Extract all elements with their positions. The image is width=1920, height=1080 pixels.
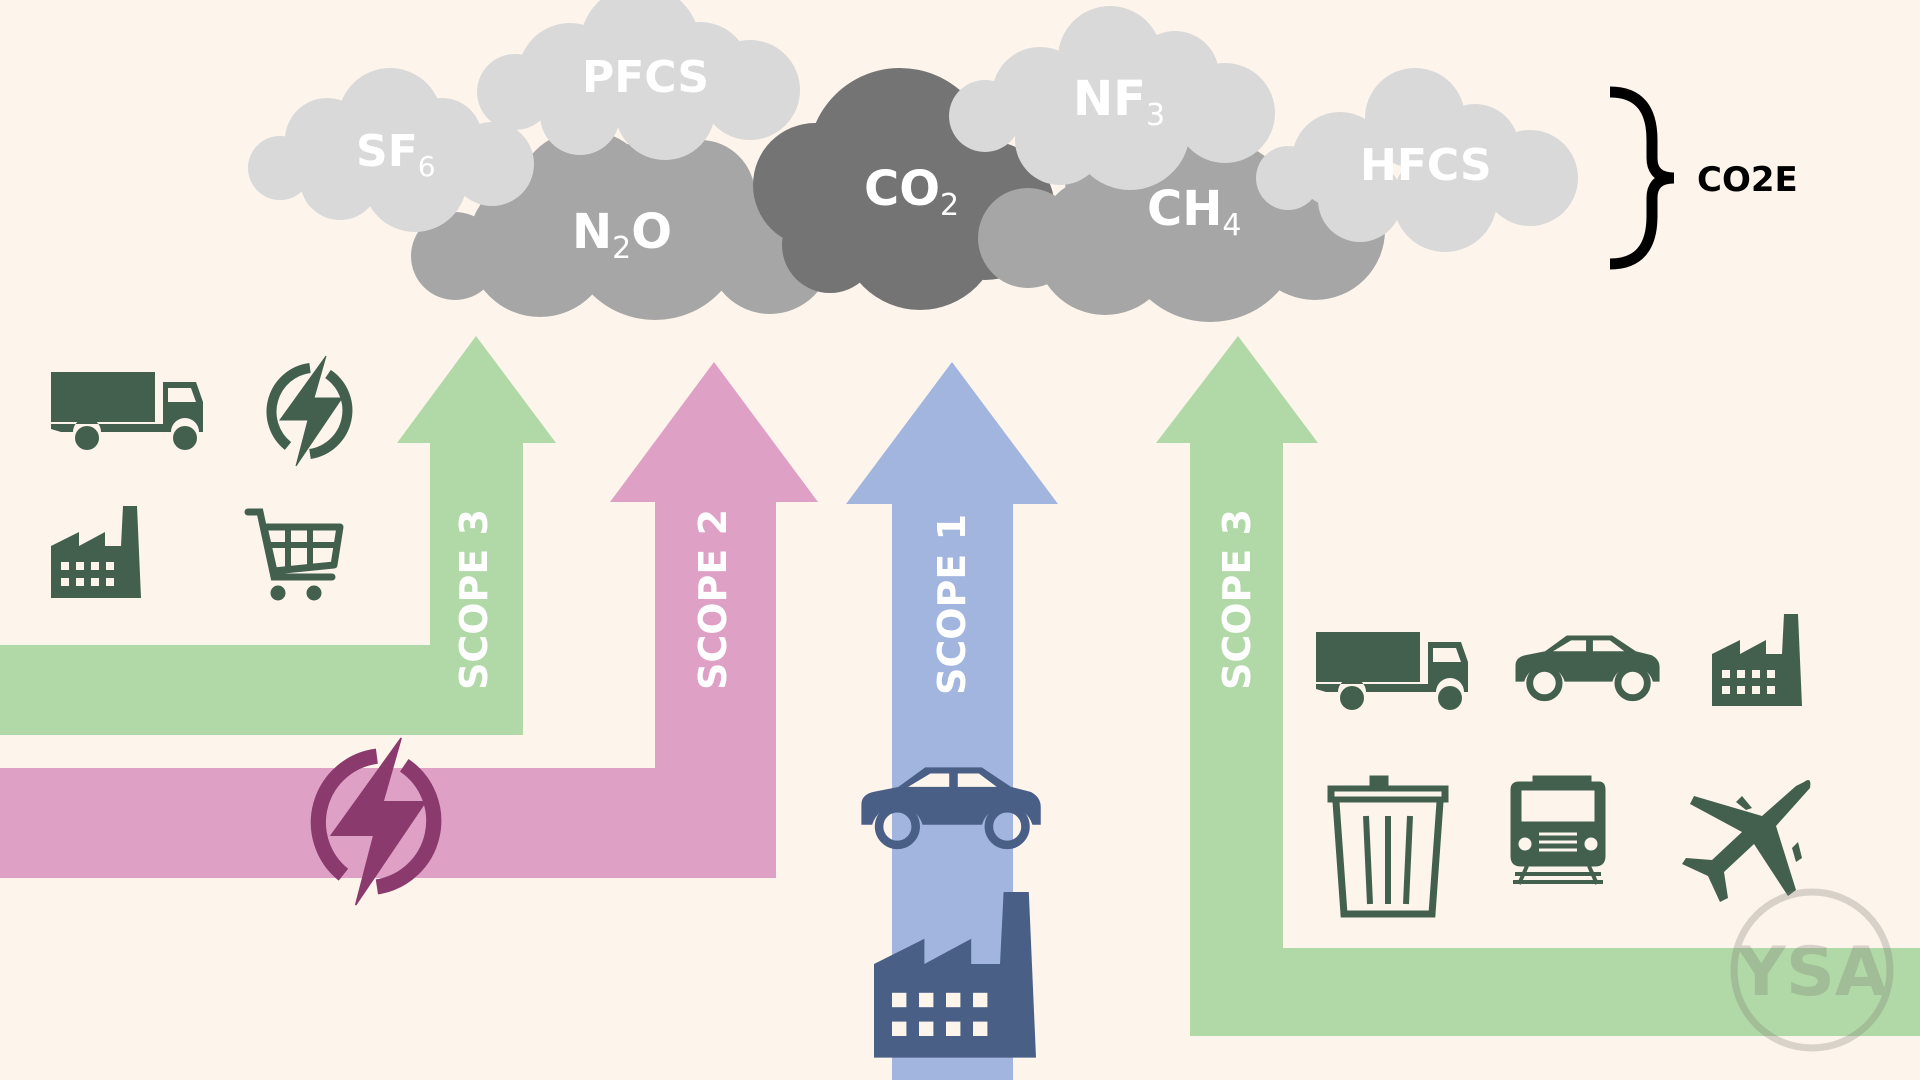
scope3-right-label: SCOPE 3 bbox=[1215, 509, 1259, 690]
trash-bin-icon bbox=[1328, 776, 1448, 914]
gas-label-ch4: CH4 bbox=[1147, 181, 1242, 243]
truck-icon bbox=[1316, 632, 1468, 710]
gas-label-co2: CO2 bbox=[864, 161, 959, 223]
factory-icon bbox=[1712, 614, 1802, 706]
car-icon bbox=[1516, 636, 1659, 698]
cloud-ch4 bbox=[978, 115, 1385, 322]
factory-icon bbox=[51, 506, 141, 598]
scope3-right-arrow bbox=[1156, 336, 1920, 1036]
scope1-label: SCOPE 1 bbox=[930, 514, 974, 695]
shopping-cart-icon bbox=[248, 512, 340, 600]
cloud-pfcs bbox=[477, 0, 800, 160]
cloud-n2o bbox=[411, 130, 832, 320]
scope3-left-arrow bbox=[0, 336, 556, 735]
curly-brace-icon bbox=[1609, 86, 1675, 270]
cloud-nf3 bbox=[949, 6, 1275, 190]
gas-label-n2o: N2O bbox=[572, 204, 672, 266]
electricity-icon bbox=[272, 356, 348, 466]
scope3-left-label: SCOPE 3 bbox=[452, 509, 496, 690]
co2e-label: CO2E bbox=[1697, 160, 1798, 200]
gas-label-nf3: NF3 bbox=[1073, 71, 1165, 133]
cloud-co2 bbox=[753, 68, 1055, 310]
co2e-bracket: CO2E bbox=[1609, 86, 1798, 270]
gas-label-sf6: SF6 bbox=[356, 126, 436, 183]
scope2-label: SCOPE 2 bbox=[691, 509, 735, 690]
cloud-hfcs bbox=[1256, 68, 1578, 252]
ysa-watermark: YSA bbox=[1730, 888, 1894, 1052]
airplane-icon bbox=[1682, 780, 1811, 902]
gas-label-pfcs: PFCS bbox=[582, 52, 709, 103]
gas-label-hfcs: HFCS bbox=[1360, 140, 1492, 191]
truck-icon bbox=[51, 372, 203, 450]
cloud-sf6 bbox=[248, 68, 534, 232]
svg-text:YSA: YSA bbox=[1736, 933, 1888, 1012]
train-icon bbox=[1509, 774, 1607, 886]
